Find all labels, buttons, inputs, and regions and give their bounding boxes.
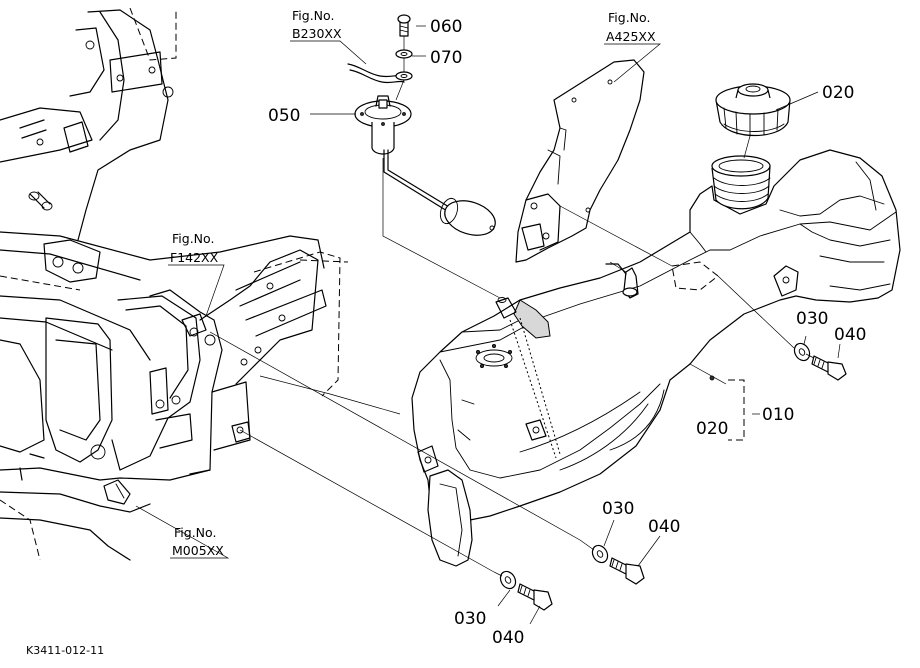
part-labels: 060 070 050 020 020 010 030 040 030 040 … bbox=[268, 17, 866, 648]
fig-a425-code: A425XX bbox=[606, 29, 656, 44]
heat-shield-panel bbox=[515, 59, 645, 263]
washer-070 bbox=[395, 49, 413, 59]
fuel-tank bbox=[411, 149, 901, 567]
bolt-040-right bbox=[811, 355, 847, 381]
screw-060 bbox=[397, 14, 411, 37]
leader-lines bbox=[135, 25, 841, 625]
bolt-040-bottom bbox=[517, 583, 553, 611]
label-030-middle: 030 bbox=[602, 499, 634, 519]
label-010: 010 bbox=[762, 405, 794, 425]
fig-b230-title: Fig.No. bbox=[292, 8, 334, 23]
label-030-right: 030 bbox=[796, 309, 828, 329]
label-050: 050 bbox=[268, 106, 300, 126]
fuel-cap bbox=[715, 83, 791, 137]
label-030-bottom: 030 bbox=[454, 609, 486, 629]
label-070: 070 bbox=[430, 48, 462, 68]
label-040-bottom: 040 bbox=[492, 628, 524, 648]
label-040-middle: 040 bbox=[648, 517, 680, 537]
bolt-040-middle bbox=[609, 557, 645, 585]
fuel-sender bbox=[347, 63, 496, 236]
fig-f142-title: Fig.No. bbox=[172, 231, 214, 246]
drawing-code: K3411-012-11 bbox=[26, 644, 104, 657]
label-040-right: 040 bbox=[834, 325, 866, 345]
fig-f142-code: F142XX bbox=[170, 250, 219, 265]
washer-030-middle bbox=[591, 544, 609, 564]
washer-030-bottom bbox=[499, 570, 517, 590]
washer-030-right bbox=[793, 342, 811, 362]
label-020-tank: 020 bbox=[696, 419, 728, 439]
fig-b230-code: B230XX bbox=[292, 26, 342, 41]
figure-references: Fig.No. B230XX Fig.No. A425XX Fig.No. F1… bbox=[170, 8, 656, 558]
fig-a425-title: Fig.No. bbox=[608, 10, 650, 25]
assembly-lines bbox=[209, 36, 815, 577]
frame-assembly bbox=[0, 7, 349, 561]
fig-m005-title: Fig.No. bbox=[174, 525, 216, 540]
fuel-hose-fitting bbox=[605, 263, 639, 299]
fig-m005-code: M005XX bbox=[172, 543, 224, 558]
label-020-cap: 020 bbox=[822, 83, 854, 103]
label-060: 060 bbox=[430, 17, 462, 37]
washer-070-lower bbox=[395, 71, 413, 81]
